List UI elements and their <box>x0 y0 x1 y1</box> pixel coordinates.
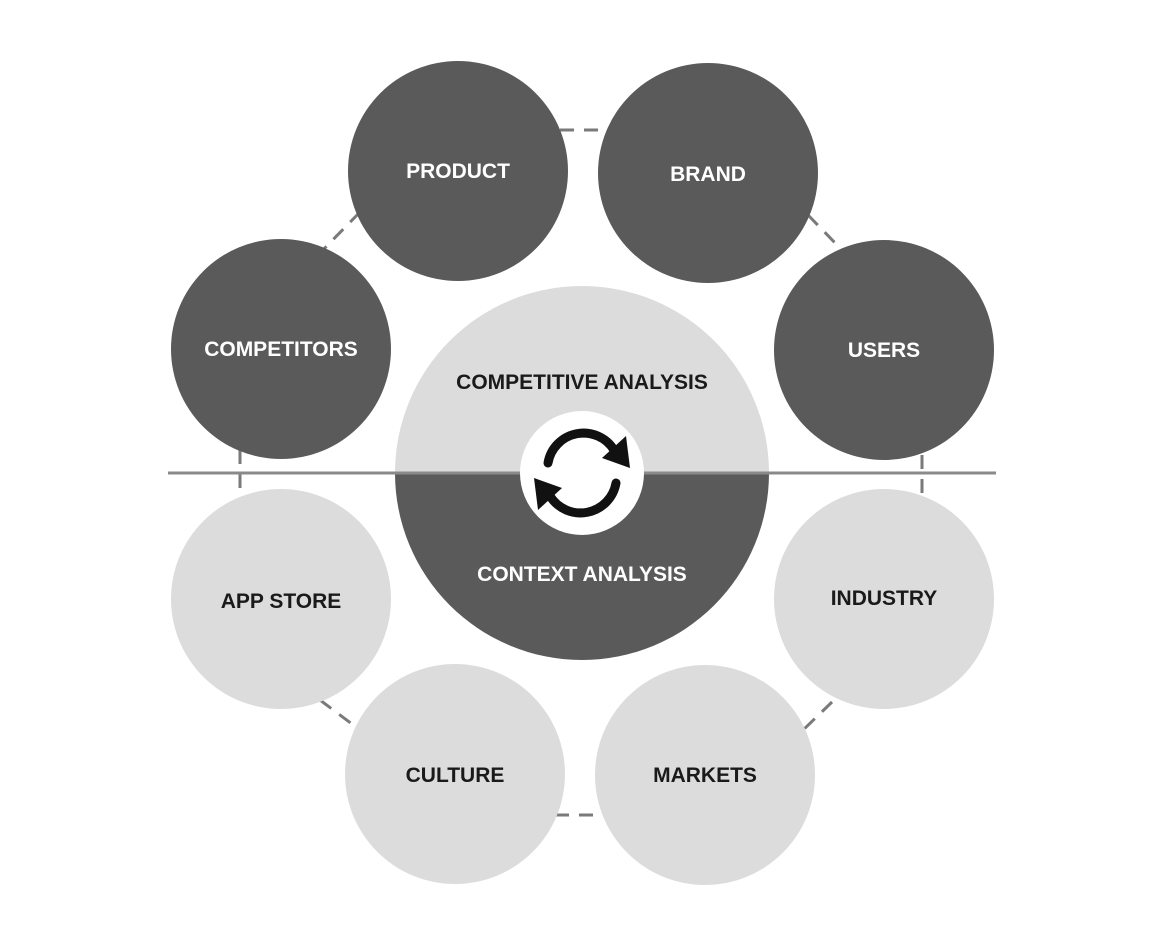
center-circle <box>395 286 769 660</box>
context-analysis-label: CONTEXT ANALYSIS <box>477 563 687 586</box>
center-circle-top-half <box>395 286 769 474</box>
node-markets: MARKETS <box>595 665 815 885</box>
connector-brand-users <box>806 213 842 250</box>
node-brand-label: BRAND <box>670 163 746 186</box>
node-app-store-label: APP STORE <box>221 590 342 613</box>
node-product-label: PRODUCT <box>406 160 510 183</box>
node-industry-label: INDUSTRY <box>831 587 938 610</box>
node-industry: INDUSTRY <box>774 489 994 709</box>
refresh-cycle-icon <box>520 411 644 535</box>
competitive-analysis-label: COMPETITIVE ANALYSIS <box>456 371 708 394</box>
node-culture-label: CULTURE <box>406 764 505 787</box>
node-app-store: APP STORE <box>171 489 391 709</box>
node-users: USERS <box>774 240 994 460</box>
connector-appstore-culture <box>319 698 361 732</box>
node-users-label: USERS <box>848 339 920 362</box>
node-product: PRODUCT <box>348 61 568 281</box>
connector-product-competitors <box>316 210 362 257</box>
node-culture: CULTURE <box>345 664 565 884</box>
node-competitors-label: COMPETITORS <box>204 338 358 361</box>
node-competitors: COMPETITORS <box>171 239 391 459</box>
node-markets-label: MARKETS <box>653 764 757 787</box>
connectors <box>238 128 924 817</box>
connector-industry-markets <box>798 700 834 735</box>
center-circle-bottom-half <box>395 474 769 660</box>
node-brand: BRAND <box>598 63 818 283</box>
